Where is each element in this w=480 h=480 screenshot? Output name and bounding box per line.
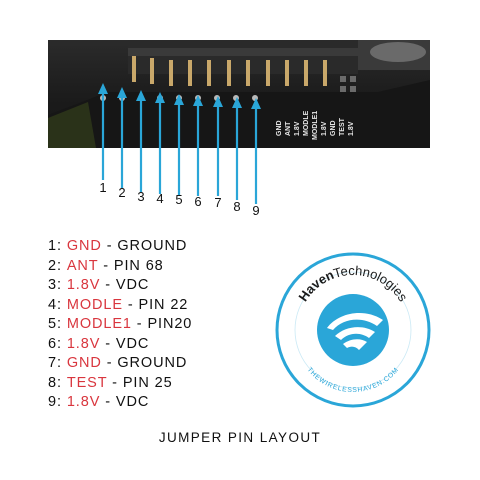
legend-signal: 1.8V	[66, 335, 101, 352]
callout-arrow	[232, 97, 242, 108]
legend-signal: MODLE1	[66, 316, 132, 332]
diagram-caption: JUMPER PIN LAYOUT	[158, 430, 322, 445]
legend-number: 5:	[48, 316, 62, 332]
board-illustration	[48, 40, 430, 148]
legend-description: PIN 22	[138, 296, 189, 313]
legend-item: 5: MODLE1 - PIN20	[48, 316, 192, 336]
callout-number: 9	[252, 203, 260, 218]
callout-number: 3	[137, 189, 145, 204]
legend-item: 6: 1.8V - VDC	[48, 336, 192, 356]
board-photo: GND ANT 1.8V MODLE MODLE1 1.8V GND TEST …	[48, 40, 430, 148]
legend-signal: ANT	[66, 257, 99, 274]
callout-arrow	[174, 94, 184, 105]
legend-separator: -	[98, 257, 114, 274]
callout-arrow	[251, 98, 261, 109]
legend-number: 7:	[48, 355, 62, 371]
callout-number: 7	[214, 195, 222, 210]
legend-number: 3:	[48, 277, 62, 293]
legend-description: GROUND	[117, 238, 188, 254]
callout-arrow	[117, 87, 127, 98]
legend-signal: 1.8V	[66, 394, 101, 410]
legend-separator: -	[101, 238, 118, 254]
callout-number: 2	[118, 185, 126, 200]
legend-separator: -	[122, 296, 139, 313]
legend-signal: 1.8V	[66, 277, 101, 293]
legend-number: 1:	[48, 238, 62, 254]
wifi-icon	[327, 313, 383, 350]
legend-item: 8: TEST - PIN 25	[48, 375, 192, 395]
legend-number: 8:	[48, 374, 62, 391]
legend-item: 1: GND - GROUND	[48, 238, 192, 258]
legend-number: 2:	[48, 257, 62, 274]
legend-description: PIN 25	[122, 374, 173, 391]
legend-separator: -	[131, 316, 148, 332]
legend-number: 6:	[48, 335, 62, 352]
legend-item: 2: ANT - PIN 68	[48, 258, 192, 278]
haven-technologies-logo: HavenTechnologies THEWIRELESSHAVEN.COM	[275, 252, 431, 408]
callout-arrow	[213, 96, 223, 107]
legend-item: 4: MODLE - PIN 22	[48, 297, 192, 317]
legend-separator: -	[100, 335, 116, 352]
callout-arrow	[136, 90, 146, 101]
legend-separator: -	[107, 374, 123, 391]
legend-signal: TEST	[66, 374, 108, 391]
legend-description: GROUND	[117, 355, 188, 371]
legend-separator: -	[100, 277, 116, 293]
callout-arrow	[98, 83, 108, 94]
legend-signal: MODLE	[66, 296, 123, 313]
callout-number: 8	[233, 199, 241, 214]
legend-number: 4:	[48, 296, 62, 313]
callout-number: 1	[99, 180, 107, 195]
legend-signal: GND	[66, 355, 102, 371]
legend-description: VDC	[115, 277, 150, 293]
legend-separator: -	[100, 394, 116, 410]
legend-number: 9:	[48, 394, 62, 410]
legend-description: VDC	[115, 394, 150, 410]
legend-separator: -	[101, 355, 118, 371]
legend-description: PIN20	[147, 316, 193, 332]
legend-signal: GND	[66, 238, 102, 254]
legend-item: 3: 1.8V - VDC	[48, 277, 192, 297]
callout-number: 6	[194, 194, 202, 209]
callout-number: 4	[156, 191, 164, 206]
pin-legend: 1: GND - GROUND 2: ANT - PIN 68 3: 1.8V …	[48, 238, 192, 414]
header-pins	[132, 56, 327, 86]
legend-item: 9: 1.8V - VDC	[48, 394, 192, 414]
legend-description: VDC	[115, 335, 150, 352]
callout-arrow	[193, 95, 203, 106]
callout-lines	[98, 83, 261, 204]
callout-number: 5	[175, 192, 183, 207]
legend-item: 7: GND - GROUND	[48, 355, 192, 375]
callout-arrow	[155, 92, 165, 103]
legend-description: PIN 68	[113, 257, 164, 274]
